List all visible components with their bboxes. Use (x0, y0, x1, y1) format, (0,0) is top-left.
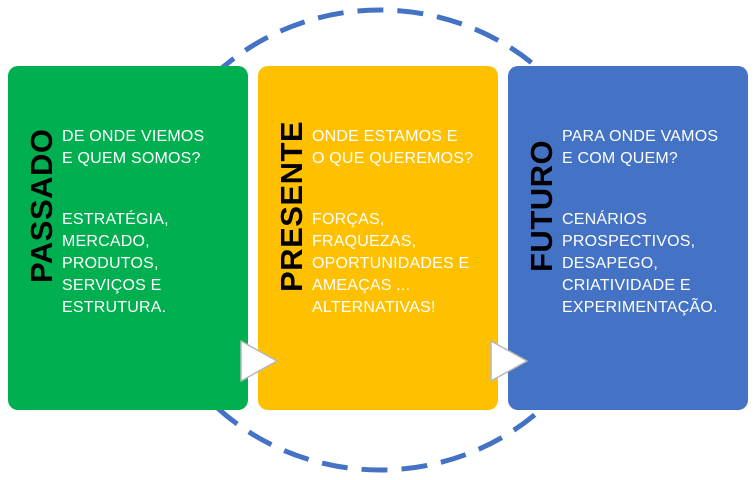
panel-question-futuro: PARA ONDE VAMOS E COM QUEM? (562, 128, 719, 167)
panel-details-presente: FORÇAS, FRAQUEZAS, OPORTUNIDADES E AMEAÇ… (312, 211, 470, 316)
panel-title-futuro: FUTURO (524, 139, 559, 273)
panel-presente: PRESENTE ONDE ESTAMOS E O QUE QUEREMOS? … (258, 66, 498, 410)
panel-details-futuro: CENÁRIOS PROSPECTIVOS, DESAPEGO, CRIATIV… (562, 211, 718, 316)
panel-futuro: FUTURO PARA ONDE VAMOS E COM QUEM? CENÁR… (508, 66, 748, 410)
panel-question-presente: ONDE ESTAMOS E O QUE QUEREMOS? (312, 128, 474, 167)
panel-question-passado: DE ONDE VIEMOS E QUEM SOMOS? (62, 128, 205, 167)
panel-title-passado: PASSADO (24, 128, 59, 284)
panel-title-presente: PRESENTE (274, 120, 309, 292)
triangle-right-icon (240, 340, 278, 382)
panel-details-passado: ESTRATÉGIA, MERCADO, PRODUTOS, SERVIÇOS … (62, 211, 169, 316)
triangle-right-icon (490, 340, 528, 382)
panel-passado: PASSADO DE ONDE VIEMOS E QUEM SOMOS? EST… (8, 66, 248, 410)
